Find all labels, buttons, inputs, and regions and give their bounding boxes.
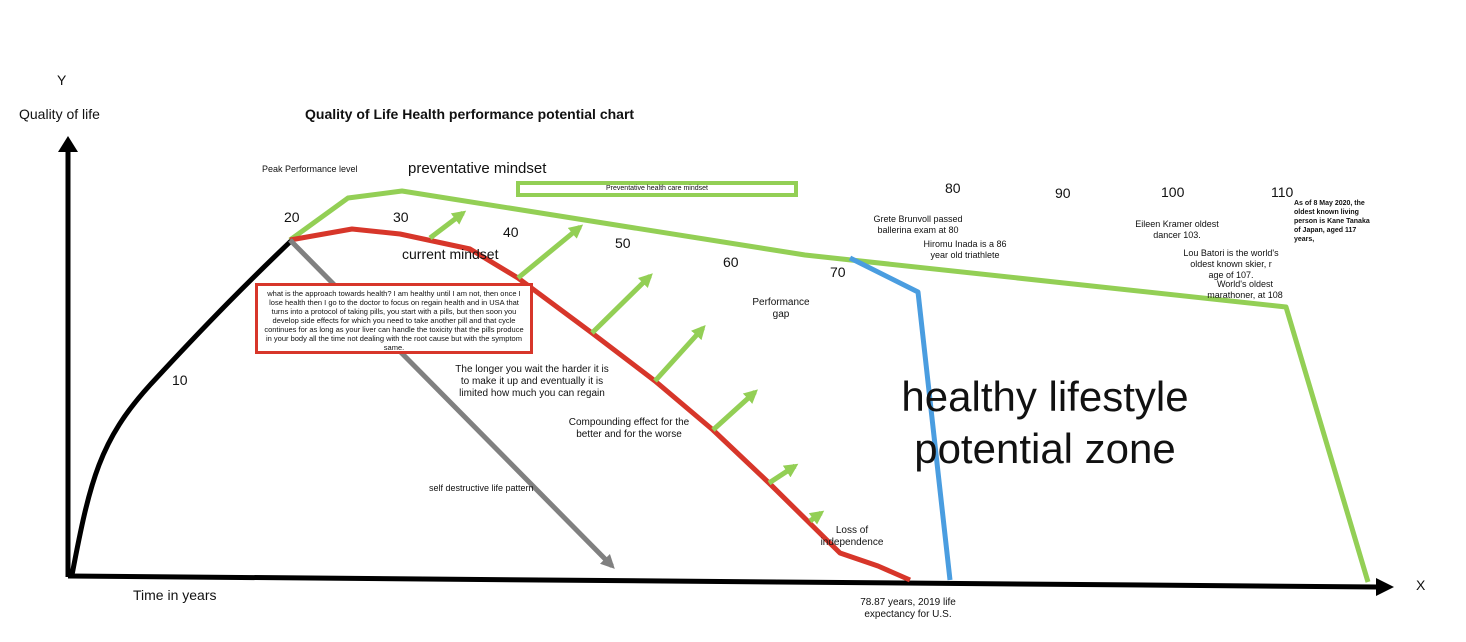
gap-arrow [767, 463, 799, 486]
gap-arrow [516, 224, 584, 280]
current-mindset-label: current mindset [402, 246, 499, 262]
life-expectancy-line [848, 255, 953, 581]
age-label-60: 60 [723, 254, 739, 270]
y-axis-letter: Y [57, 72, 67, 88]
example-tanaka: As of 8 May 2020, the oldest known livin… [1294, 200, 1370, 243]
age-label-90: 90 [1055, 185, 1071, 201]
self-destructive-label: self destructive life pattern [429, 483, 534, 493]
gap-arrow [590, 273, 653, 335]
gap-arrow [428, 210, 467, 240]
age-label-50: 50 [615, 235, 631, 251]
gap-arrow [653, 325, 706, 383]
age-label-100: 100 [1161, 184, 1185, 200]
performance-gap-label: Performance gap [752, 297, 810, 320]
example-grete: Grete Brunvoll passed ballerina exam at … [873, 214, 963, 235]
age-label-70: 70 [830, 264, 846, 280]
x-axis-arrowhead [1376, 578, 1394, 596]
current-mindset-line [289, 226, 912, 583]
gap-arrow [711, 389, 758, 432]
zone-label-line2: potential zone [914, 425, 1176, 472]
callout-box: what is the approach towards health? I a… [255, 283, 533, 354]
x-axis-label: Time in years [133, 587, 217, 603]
preventative-mindset-label: preventative mindset [408, 160, 547, 177]
loss-independence-label: Loss of independence [820, 525, 884, 548]
peak-performance-label: Peak Performance level [262, 164, 358, 174]
preventative-mindset-line [288, 188, 1371, 583]
example-marathoner: World's oldest marathoner, at 108 [1207, 279, 1283, 300]
example-lou: Lou Batori is the world's oldest known s… [1183, 248, 1279, 280]
wait-harder-label: The longer you wait the harder it is to … [455, 364, 609, 399]
y-axis-arrowhead [58, 136, 78, 152]
growth-curve [69, 238, 294, 576]
age-label-40: 40 [503, 224, 519, 240]
gap-arrow [808, 510, 825, 525]
performance-gap-arrows [428, 210, 825, 525]
compounding-label: Compounding effect for the better and fo… [568, 417, 690, 440]
x-axis-letter: X [1416, 577, 1426, 593]
age-label-10: 10 [172, 372, 188, 388]
life-expectancy-label: 78.87 years, 2019 life expectancy for U.… [860, 597, 956, 620]
age-label-30: 30 [393, 209, 409, 225]
y-axis [58, 136, 78, 577]
x-axis [67, 573, 1394, 596]
preventative-box-text: Preventative health care mindset [606, 185, 708, 192]
example-hiromu: Hiromu Inada is a 86 year old triathlete [923, 239, 1007, 260]
preventative-box: Preventative health care mindset [516, 181, 798, 197]
chart-title: Quality of Life Health performance poten… [305, 106, 635, 122]
age-label-80: 80 [945, 180, 961, 196]
callout-text: what is the approach towards health? I a… [264, 289, 524, 352]
age-label-110: 110 [1271, 184, 1294, 200]
example-eileen: Eileen Kramer oldest dancer 103. [1135, 219, 1219, 240]
zone-label-line1: healthy lifestyle [901, 373, 1189, 420]
age-label-20: 20 [284, 209, 300, 225]
y-axis-label: Quality of life [19, 106, 100, 122]
